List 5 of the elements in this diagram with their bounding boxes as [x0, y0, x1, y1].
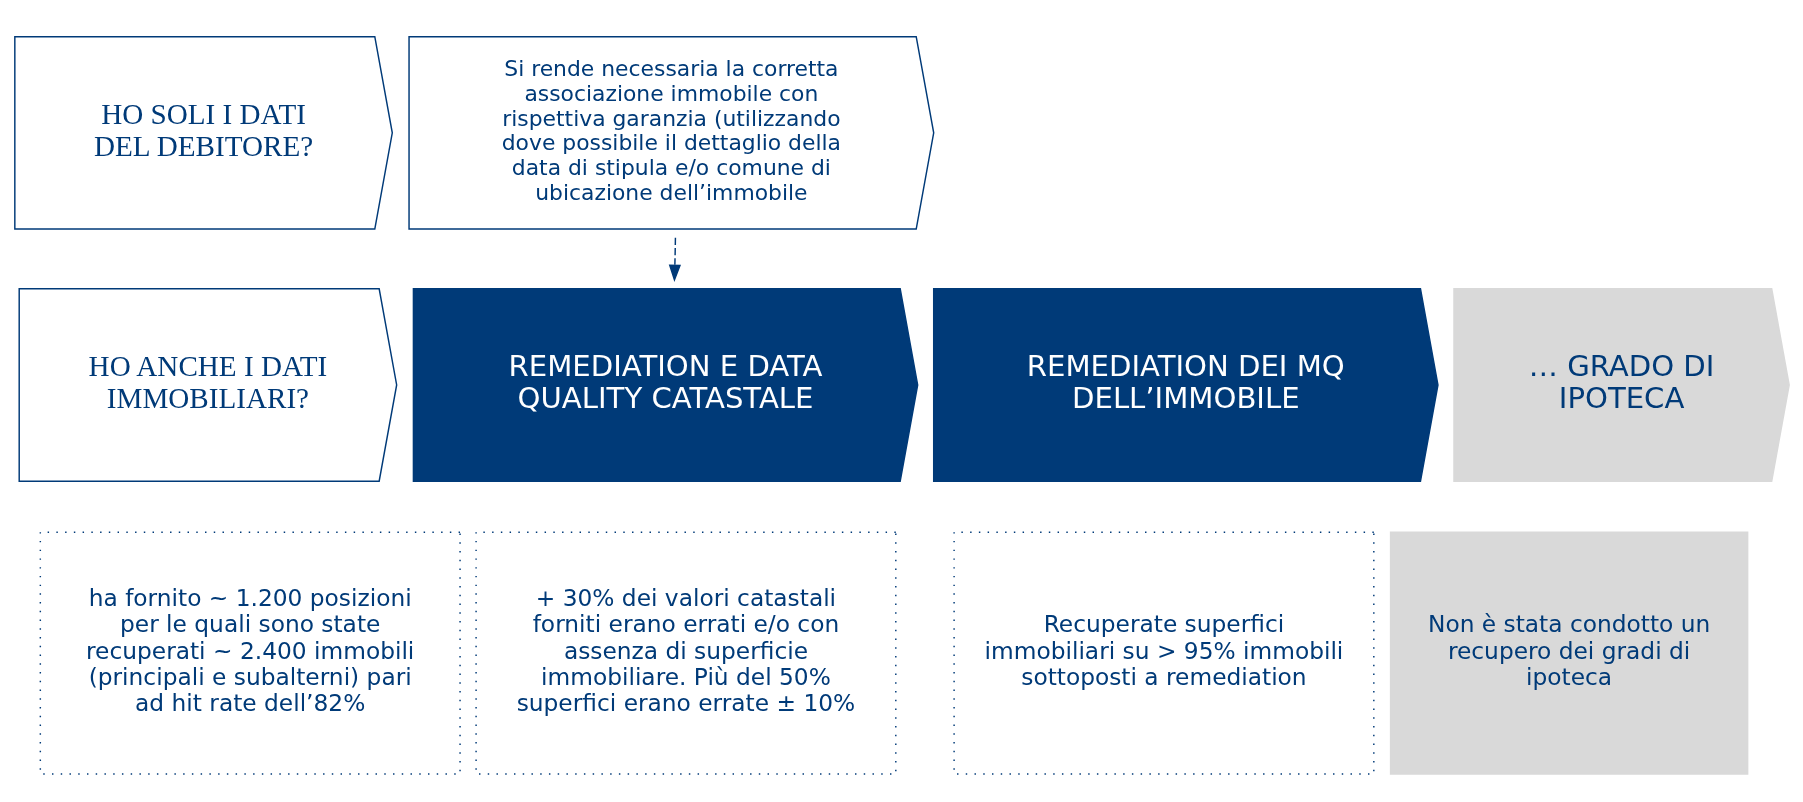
node-box: ha fornito ~ 1.200 posizioni per le quali sono state recuperati ~ 2.400 immobili (principali e subalterni) pari ad hit rate dell’82% [39, 531, 461, 775]
arrow [668, 237, 681, 283]
node-box: Non è stata condotto un recupero dei gradi di ipoteca [1389, 531, 1748, 775]
node-box: Recuperate superfici immobiliari su > 95% immobili sottoposti a remediation [952, 531, 1375, 775]
node-box: + 30% dei valori catastali forniti erano errati e/o con assenza di superficie immobiliare. Più del 50% superfici erano errate ± 10% [474, 531, 897, 775]
